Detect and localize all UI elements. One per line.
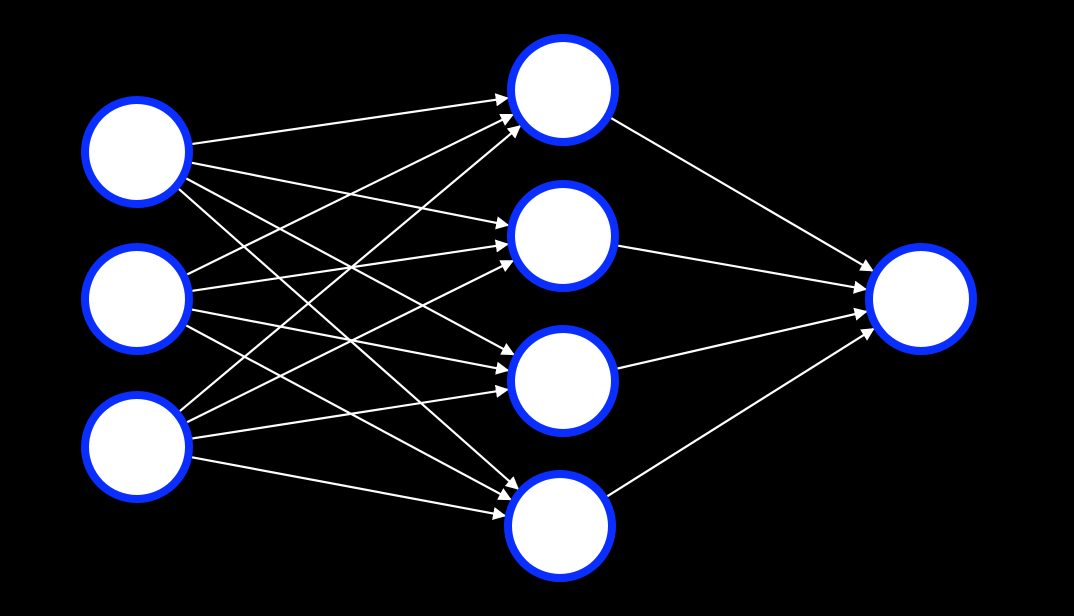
- edge-input-3-to-hidden-1: [179, 125, 522, 412]
- edge-input-2-to-hidden-1: [186, 113, 514, 276]
- edge-hidden-1-to-output-1: [610, 117, 874, 272]
- edge-input-2-to-hidden-4: [185, 324, 512, 501]
- input-node-2: [81, 243, 193, 355]
- edge-input-2-to-hidden-3: [191, 308, 510, 375]
- edge-input-3-to-hidden-4: [191, 456, 507, 521]
- hidden-node-3: [507, 325, 619, 437]
- hidden-node-1: [507, 34, 619, 146]
- edge-hidden-3-to-output-1: [617, 307, 868, 370]
- hidden-node-4: [504, 470, 616, 582]
- hidden-node-2: [507, 180, 619, 292]
- edge-hidden-2-to-output-1: [617, 244, 868, 294]
- edge-input-1-to-hidden-1: [192, 93, 509, 146]
- nodes: [81, 34, 977, 582]
- edge-input-3-to-hidden-2: [186, 259, 515, 424]
- edge-input-3-to-hidden-3: [192, 384, 509, 440]
- edge-hidden-4-to-output-1: [606, 327, 875, 498]
- input-node-1: [81, 96, 193, 208]
- output-node-1: [865, 243, 977, 355]
- edges: [178, 93, 875, 521]
- input-node-3: [81, 391, 193, 503]
